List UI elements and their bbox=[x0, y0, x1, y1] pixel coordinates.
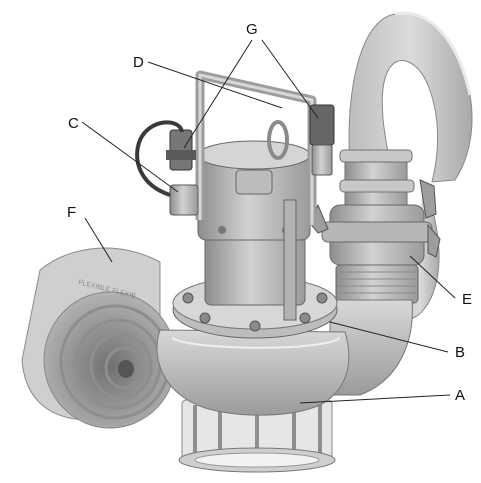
leader-lines bbox=[81, 39, 456, 404]
callout-labels: G D C F E B A bbox=[67, 21, 472, 404]
hydraulic-couplers bbox=[166, 104, 335, 216]
discharge-elbow bbox=[329, 299, 413, 396]
discharge-pipe bbox=[309, 149, 441, 304]
callout-b: B bbox=[455, 344, 465, 361]
callout-e: E bbox=[462, 291, 472, 308]
callout-c: C bbox=[68, 115, 79, 132]
callout-g: G bbox=[246, 21, 258, 38]
callout-a: A bbox=[455, 387, 465, 404]
lay-flat-hose-roll: FLEXIBLE FLEXIB bbox=[21, 247, 177, 429]
hydraulic-motor bbox=[197, 140, 311, 306]
strainer-base bbox=[178, 399, 336, 473]
callout-f: F bbox=[67, 204, 76, 221]
case-drain-hose bbox=[135, 120, 184, 197]
pump-volute bbox=[156, 329, 350, 416]
callout-d: D bbox=[133, 54, 144, 71]
